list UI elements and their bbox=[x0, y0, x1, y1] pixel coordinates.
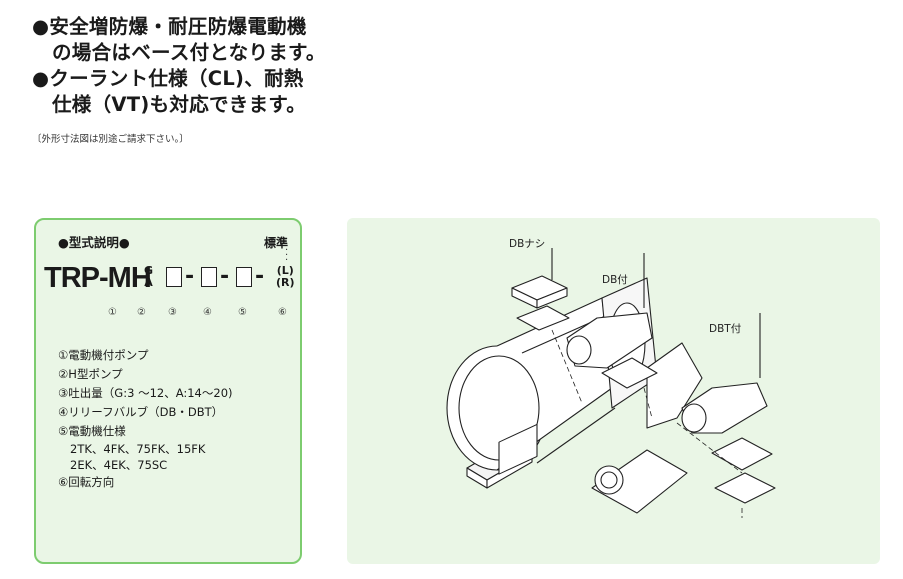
code-dash: - bbox=[255, 264, 265, 289]
db-valve-knob bbox=[566, 335, 592, 365]
legend-item: ④リリーフバルブ（DB・DBT） bbox=[58, 405, 224, 419]
model-code-prefix: TRP-MH bbox=[44, 262, 152, 294]
marker-1: ① bbox=[108, 307, 117, 318]
code-a: A bbox=[144, 276, 153, 289]
label-db: DB付 bbox=[602, 274, 628, 286]
standard-label: 標準 bbox=[263, 236, 288, 250]
dimension-note: 〔外形寸法図は別途ご請求下さい。〕 bbox=[32, 134, 189, 145]
marker-3: ③ bbox=[168, 307, 177, 318]
code-slot-5 bbox=[236, 267, 252, 287]
model-code-box: ●型式説明● 標準 TRP-MH G A - - - ··· (L) (R) ①… bbox=[34, 218, 302, 564]
terminal-box bbox=[498, 423, 538, 475]
label-dbt: DBT付 bbox=[709, 323, 742, 335]
code-g: G bbox=[144, 264, 154, 277]
standard-dots: ··· bbox=[285, 245, 289, 266]
dbt-block bbox=[711, 437, 773, 471]
heading-line-2: の場合はベース付となります。 bbox=[52, 41, 326, 64]
legend-item: ⑤電動機仕様 bbox=[58, 424, 126, 438]
label-db-none: DBナシ bbox=[509, 238, 546, 250]
motor-specs-line-1: 2TK、4FK、75FK、15FK bbox=[70, 442, 206, 456]
feature-heading: ●安全増防爆・耐圧防爆電動機 の場合はベース付となります。 ●クーラント仕様（C… bbox=[32, 14, 326, 118]
pump-housing-bottom bbox=[591, 449, 688, 514]
legend-item: ③吐出量（G:3 ～12、A:14～20) bbox=[58, 386, 233, 400]
code-dash: - bbox=[185, 264, 195, 289]
db-plate bbox=[601, 357, 658, 389]
code-r: (R) bbox=[276, 276, 295, 289]
code-slot-4 bbox=[201, 267, 217, 287]
pump-body bbox=[646, 342, 703, 429]
code-l: (L) bbox=[276, 264, 294, 277]
marker-4: ④ bbox=[203, 307, 212, 318]
dbt-valve-knob bbox=[681, 403, 707, 433]
legend-item: ⑥回転方向 bbox=[58, 475, 115, 489]
marker-5: ⑤ bbox=[238, 307, 247, 318]
model-code-legend: ①電動機付ポンプ ②H型ポンプ ③吐出量（G:3 ～12、A:14～20) ④リ… bbox=[58, 346, 233, 492]
pump-diagram-box: DBナシ DB付 DBT付 bbox=[347, 218, 880, 564]
dbt-plate bbox=[714, 472, 776, 504]
model-code-lr: (L) (R) bbox=[276, 265, 295, 289]
model-code-title: ●型式説明● bbox=[58, 235, 130, 250]
motor-specs-line-2: 2EK、4EK、75SC bbox=[70, 458, 168, 472]
pump-exploded-drawing bbox=[446, 248, 776, 518]
legend-item: ①電動機付ポンプ bbox=[58, 348, 149, 362]
heading-line-1: ●安全増防爆・耐圧防爆電動機 bbox=[32, 15, 307, 38]
marker-6: ⑥ bbox=[278, 307, 287, 318]
marker-2: ② bbox=[137, 307, 146, 318]
heading-line-3: ●クーラント仕様（CL)、耐熱 bbox=[32, 67, 304, 90]
heading-line-4: 仕様（VT)も対応できます。 bbox=[52, 93, 307, 116]
code-slot-3 bbox=[166, 267, 182, 287]
db-none-plate bbox=[516, 305, 570, 331]
legend-item: ②H型ポンプ bbox=[58, 367, 123, 381]
model-code-ga: G A bbox=[144, 265, 153, 289]
code-dash: - bbox=[220, 264, 230, 289]
model-code-row: TRP-MH G A - - - ··· (L) (R) ① ② ③ ④ ⑤ ⑥ bbox=[44, 246, 302, 322]
